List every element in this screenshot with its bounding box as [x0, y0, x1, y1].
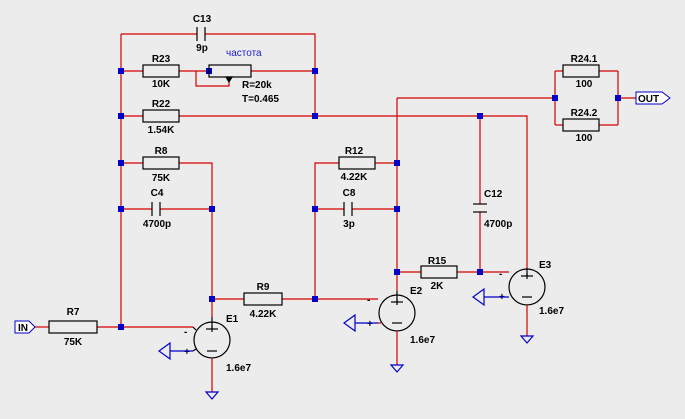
r8-value: 75K — [152, 173, 171, 184]
potentiometer-r-value: R=20k — [242, 80, 272, 91]
c4-value: 4700p — [143, 219, 171, 230]
r23-value: 10K — [152, 79, 171, 90]
junction-dot — [209, 296, 215, 302]
c4-ref: C4 — [151, 188, 164, 199]
junction-dot — [118, 68, 124, 74]
potentiometer-label: частота — [226, 48, 262, 59]
wires — [35, 33, 636, 328]
capacitor-c12: C12 4700p — [473, 189, 512, 230]
c8-value: 3p — [343, 219, 355, 230]
resistor-r23: R23 10K — [142, 54, 180, 90]
r24-2-ref: R24.2 — [571, 108, 598, 119]
amplifier-e2: - + E2 1.6e7 — [367, 286, 435, 365]
e1-output-ground — [204, 391, 220, 400]
e2-gain: 1.6e7 — [410, 335, 435, 346]
e1-plus: + — [184, 347, 190, 358]
r24-1-ref: R24.1 — [571, 54, 598, 65]
capacitor-c8: C8 3p — [343, 188, 356, 230]
junction-dot — [394, 206, 400, 212]
resistor-r7: R7 75K — [48, 307, 98, 348]
r7-ref: R7 — [67, 307, 80, 318]
r23-ref: R23 — [152, 54, 171, 65]
input-port-label: IN — [18, 323, 28, 334]
e3-gain: 1.6e7 — [539, 306, 564, 317]
e2-plus: + — [367, 319, 373, 330]
junction-dot — [209, 206, 215, 212]
e1-ref: E1 — [226, 314, 239, 325]
resistor-r15: R15 2K — [420, 256, 458, 292]
e3-minus: - — [499, 269, 502, 280]
c13-ref: C13 — [193, 14, 212, 25]
junction-dot — [394, 160, 400, 166]
r22-ref: R22 — [152, 99, 171, 110]
output-port: OUT — [635, 91, 671, 105]
r9-value: 4.22K — [250, 309, 277, 320]
c13-value: 9p — [196, 43, 208, 54]
e3-ref: E3 — [539, 260, 552, 271]
junction-dot — [477, 113, 483, 119]
r9-ref: R9 — [257, 282, 270, 293]
e3-input-ground — [471, 287, 509, 307]
e2-ref: E2 — [410, 286, 423, 297]
junction-dot — [118, 113, 124, 119]
resistor-r12: R12 4.22K — [338, 146, 376, 183]
r12-value: 4.22K — [341, 172, 368, 183]
resistor-r9: R9 4.22K — [243, 282, 283, 320]
capacitor-c13: C13 9p — [193, 14, 212, 54]
r8-ref: R8 — [155, 146, 168, 157]
c8-ref: C8 — [343, 188, 356, 199]
e2-output-ground — [389, 364, 405, 373]
resistor-r8: R8 75K — [142, 146, 180, 184]
potentiometer: частота R=20k T=0.465 — [208, 48, 279, 105]
junction-dot — [118, 324, 124, 330]
input-port: IN — [14, 320, 36, 334]
c12-ref: C12 — [484, 189, 503, 200]
potentiometer-t-value: T=0.465 — [242, 94, 279, 105]
r22-value: 1.54K — [148, 125, 175, 136]
junction-dot — [312, 68, 318, 74]
junction-dot — [312, 113, 318, 119]
e1-gain: 1.6e7 — [226, 363, 251, 374]
r24-1-value: 100 — [576, 79, 593, 90]
r7-value: 75K — [64, 337, 83, 348]
junction-dot — [312, 296, 318, 302]
e3-output-ground — [519, 335, 535, 344]
e2-input-ground — [342, 313, 378, 333]
resistor-r24-2: R24.2 100 — [562, 108, 600, 144]
junctions — [118, 68, 621, 330]
resistor-r24-1: R24.1 100 — [562, 54, 600, 90]
resistor-r22: R22 1.54K — [142, 99, 180, 136]
capacitor-c4: C4 4700p — [143, 188, 171, 230]
r12-ref: R12 — [345, 146, 364, 157]
junction-dot — [552, 95, 558, 101]
e1-minus: - — [184, 327, 187, 338]
r24-2-value: 100 — [576, 133, 593, 144]
junction-dot — [394, 269, 400, 275]
junction-dot — [477, 269, 483, 275]
c12-value: 4700p — [484, 219, 512, 230]
r15-ref: R15 — [428, 256, 447, 267]
output-port-label: OUT — [638, 94, 659, 105]
junction-dot — [312, 206, 318, 212]
e1-input-ground — [157, 341, 193, 361]
amplifier-e1: - + E1 1.6e7 — [184, 314, 251, 392]
junction-dot — [118, 206, 124, 212]
junction-dot — [118, 160, 124, 166]
e2-minus: - — [367, 295, 370, 306]
r15-value: 2K — [431, 281, 445, 292]
junction-dot — [615, 95, 621, 101]
